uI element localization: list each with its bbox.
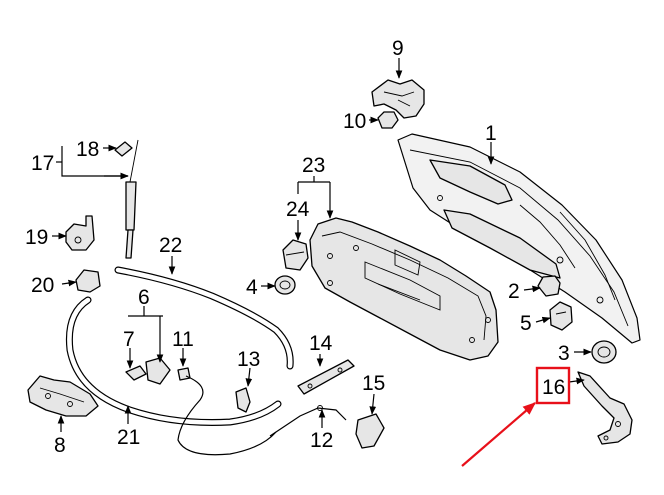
hinge-bracket (371, 79, 425, 119)
callout-24: 24 (286, 198, 310, 221)
leader-lines (52, 58, 592, 432)
hood-latch (27, 375, 99, 417)
release-handle (355, 413, 385, 449)
insulator-retainer (282, 239, 309, 271)
callout-11: 11 (172, 328, 194, 351)
callout-6: 6 (138, 286, 150, 309)
highlight-arrow (461, 402, 536, 467)
callout-14: 14 (309, 332, 333, 355)
highlight-annotation (461, 366, 571, 467)
strut-bracket (65, 215, 95, 251)
fastener (274, 275, 296, 295)
callout-17: 17 (31, 152, 54, 175)
front-seal (114, 266, 294, 370)
callout-2: 2 (508, 280, 520, 303)
callout-9: 9 (392, 37, 404, 60)
callout-18: 18 (76, 138, 99, 161)
highlight-box (535, 366, 571, 405)
callout-3: 3 (558, 342, 570, 365)
callout-labels: 1 2 3 4 5 6 7 8 9 10 11 12 13 14 15 16 1… (25, 37, 570, 457)
callout-5: 5 (520, 312, 532, 335)
hood-panel (397, 133, 641, 344)
bumper-cap (377, 111, 399, 129)
callout-20: 20 (31, 274, 54, 297)
callout-8: 8 (54, 434, 66, 457)
hood-hinge-arm (577, 371, 633, 445)
cap (591, 340, 617, 364)
cable (269, 405, 347, 437)
stop-bumper (537, 275, 561, 297)
callout-19: 19 (25, 226, 48, 249)
callout-12: 12 (310, 429, 333, 452)
callout-23: 23 (302, 154, 325, 177)
safety-catch (297, 359, 355, 395)
release-cable-assembly (125, 357, 277, 456)
callout-13: 13 (237, 348, 260, 371)
callout-4: 4 (246, 276, 258, 299)
callout-22: 22 (159, 234, 182, 257)
callout-1: 1 (485, 122, 497, 145)
callout-15: 15 (362, 372, 385, 395)
hood-insulator (309, 217, 499, 361)
callout-10: 10 (343, 110, 366, 133)
release-bracket (235, 387, 251, 413)
adjuster-nut (549, 301, 573, 331)
callout-16: 16 (542, 376, 565, 399)
support-strut (125, 139, 139, 259)
callout-7: 7 (123, 328, 135, 351)
pad (75, 269, 101, 293)
strut-clip (114, 141, 133, 157)
callout-21: 21 (117, 426, 140, 449)
